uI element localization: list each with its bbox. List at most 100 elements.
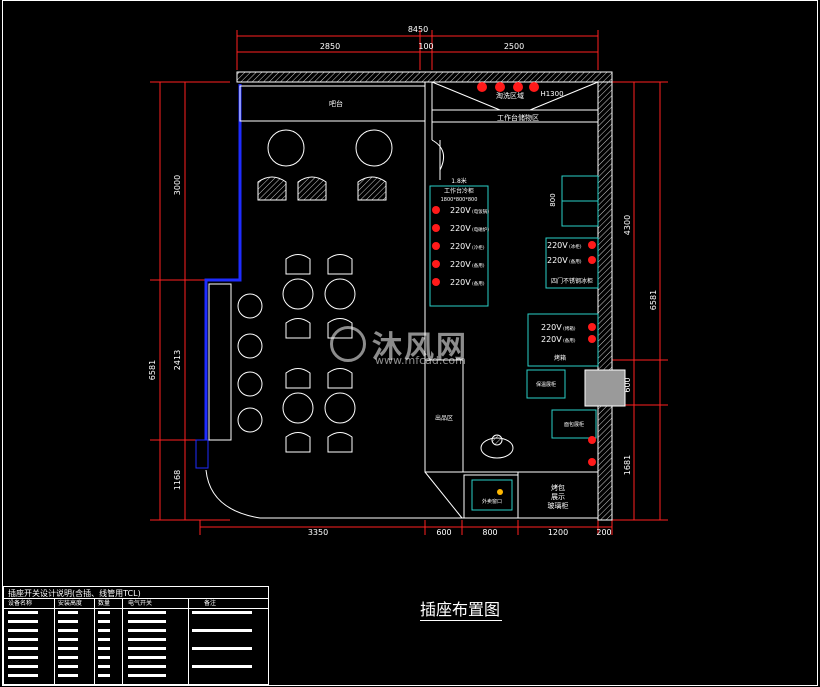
socket-voltage: 220V bbox=[450, 260, 471, 269]
display-cabinet bbox=[517, 471, 599, 519]
socket-icon bbox=[588, 323, 596, 331]
round-table bbox=[324, 392, 356, 424]
watermark-url: www.mfcad.com bbox=[375, 354, 466, 367]
socket-icon bbox=[588, 458, 596, 466]
table-cell bbox=[8, 611, 38, 614]
table-header-cell: 备注 bbox=[204, 600, 217, 607]
oven bbox=[527, 313, 599, 367]
stool bbox=[237, 333, 263, 359]
work-cabinet bbox=[429, 185, 489, 307]
watermark-logo-icon bbox=[330, 326, 366, 362]
h1300-label: H1300 bbox=[540, 90, 563, 98]
table-cell bbox=[58, 611, 78, 614]
dim-bottom: 1200 bbox=[548, 528, 568, 537]
socket-icon bbox=[432, 260, 440, 268]
table-header-cell: 电气开关 bbox=[128, 600, 153, 607]
socket-icon bbox=[588, 241, 596, 249]
chair bbox=[357, 176, 387, 201]
dim-top-segment: 2850 bbox=[320, 42, 340, 51]
table-cell bbox=[192, 647, 252, 650]
socket-note: (烤箱) bbox=[563, 325, 576, 332]
dim-left: 3000 bbox=[173, 175, 182, 195]
table-cell bbox=[98, 647, 110, 650]
watermark-text: 沐风网 bbox=[372, 330, 468, 365]
service-icon bbox=[497, 489, 503, 495]
work-cabinet-dims: 1800*800*800 bbox=[441, 197, 478, 203]
fridge bbox=[545, 237, 599, 289]
legend-table: 插座开关设计说明(含插、线管用TCL) 设备名称 安装高度 数量 电气开关 备注 bbox=[3, 586, 269, 685]
socket-icon bbox=[588, 335, 596, 343]
round-table bbox=[355, 129, 393, 167]
table-cell bbox=[128, 647, 166, 650]
socket-note: (电饭锅) bbox=[472, 208, 489, 215]
service-window-inner bbox=[471, 479, 513, 511]
table-cell bbox=[98, 656, 110, 659]
table-cell bbox=[98, 665, 110, 668]
top-wall bbox=[236, 71, 613, 83]
service-label: 外卖窗口 bbox=[482, 498, 502, 505]
socket-icon bbox=[432, 278, 440, 286]
table-cell bbox=[8, 656, 38, 659]
table-cell bbox=[192, 629, 252, 632]
table-title: 插座开关设计说明(含插、线管用TCL) bbox=[8, 589, 141, 598]
dim-top-total: 8450 bbox=[408, 25, 428, 34]
work-cabinet-sub: 工作台冷柜 bbox=[444, 187, 474, 195]
socket-icon bbox=[432, 224, 440, 232]
sink-area-label: 淘洗区域 bbox=[496, 91, 524, 100]
display-label: 玻璃柜 bbox=[548, 501, 569, 510]
serving-label: 出品区 bbox=[435, 414, 453, 422]
table-cell bbox=[192, 665, 252, 668]
table-cell bbox=[58, 665, 78, 668]
counter-diagonal bbox=[424, 471, 463, 519]
socket-note: (冷柜) bbox=[472, 244, 485, 251]
right-wall bbox=[597, 81, 613, 521]
hood-line bbox=[529, 81, 599, 111]
socket-voltage: 220V bbox=[450, 224, 471, 233]
round-table bbox=[282, 278, 314, 310]
socket-icon bbox=[432, 242, 440, 250]
table-cell bbox=[58, 674, 78, 677]
work-area-label: 工作台储物区 bbox=[497, 113, 539, 122]
table-cell bbox=[98, 611, 110, 614]
dessert2-label: 面包展柜 bbox=[564, 421, 584, 428]
chair bbox=[327, 432, 353, 453]
display-label: 展示 bbox=[551, 493, 565, 501]
serving-counter bbox=[424, 359, 464, 473]
dessert-cabinet-1 bbox=[526, 369, 566, 399]
round-table bbox=[267, 129, 305, 167]
table-cell bbox=[8, 629, 38, 632]
work-cabinet-title: 1.8米 bbox=[451, 177, 467, 185]
table-cell bbox=[192, 611, 252, 614]
table-cell bbox=[128, 611, 166, 614]
dim-bottom: 600 bbox=[436, 528, 451, 537]
drawing-title: 插座布置图 bbox=[420, 600, 501, 619]
hood-line bbox=[431, 81, 501, 111]
title-underline bbox=[420, 620, 502, 621]
dim-top-segment: 2500 bbox=[504, 42, 524, 51]
dim-right-total: 6581 bbox=[649, 290, 658, 310]
chair bbox=[327, 254, 353, 275]
socket-icon bbox=[588, 256, 596, 264]
table-divider bbox=[54, 598, 55, 684]
socket-voltage: 220V bbox=[541, 323, 562, 332]
table-cell bbox=[98, 674, 110, 677]
socket-icon bbox=[432, 206, 440, 214]
dim-bottom: 200 bbox=[596, 528, 611, 537]
table-cell bbox=[8, 665, 38, 668]
table-cell bbox=[128, 674, 166, 677]
socket-voltage: 220V bbox=[450, 242, 471, 251]
sink-socket-icon bbox=[495, 82, 505, 92]
chair bbox=[257, 176, 287, 201]
column bbox=[584, 369, 626, 407]
dim-left: 2413 bbox=[173, 350, 182, 370]
table-header-cell: 安装高度 bbox=[58, 600, 83, 607]
sink-socket-icon bbox=[513, 82, 523, 92]
socket-note: (备用) bbox=[472, 262, 485, 269]
chair bbox=[285, 254, 311, 275]
table-header-cell: 数量 bbox=[98, 600, 111, 607]
display-label: 烤包 bbox=[551, 483, 565, 492]
table-cell bbox=[58, 620, 78, 623]
table-cell bbox=[58, 647, 78, 650]
sink-socket-icon bbox=[477, 82, 487, 92]
